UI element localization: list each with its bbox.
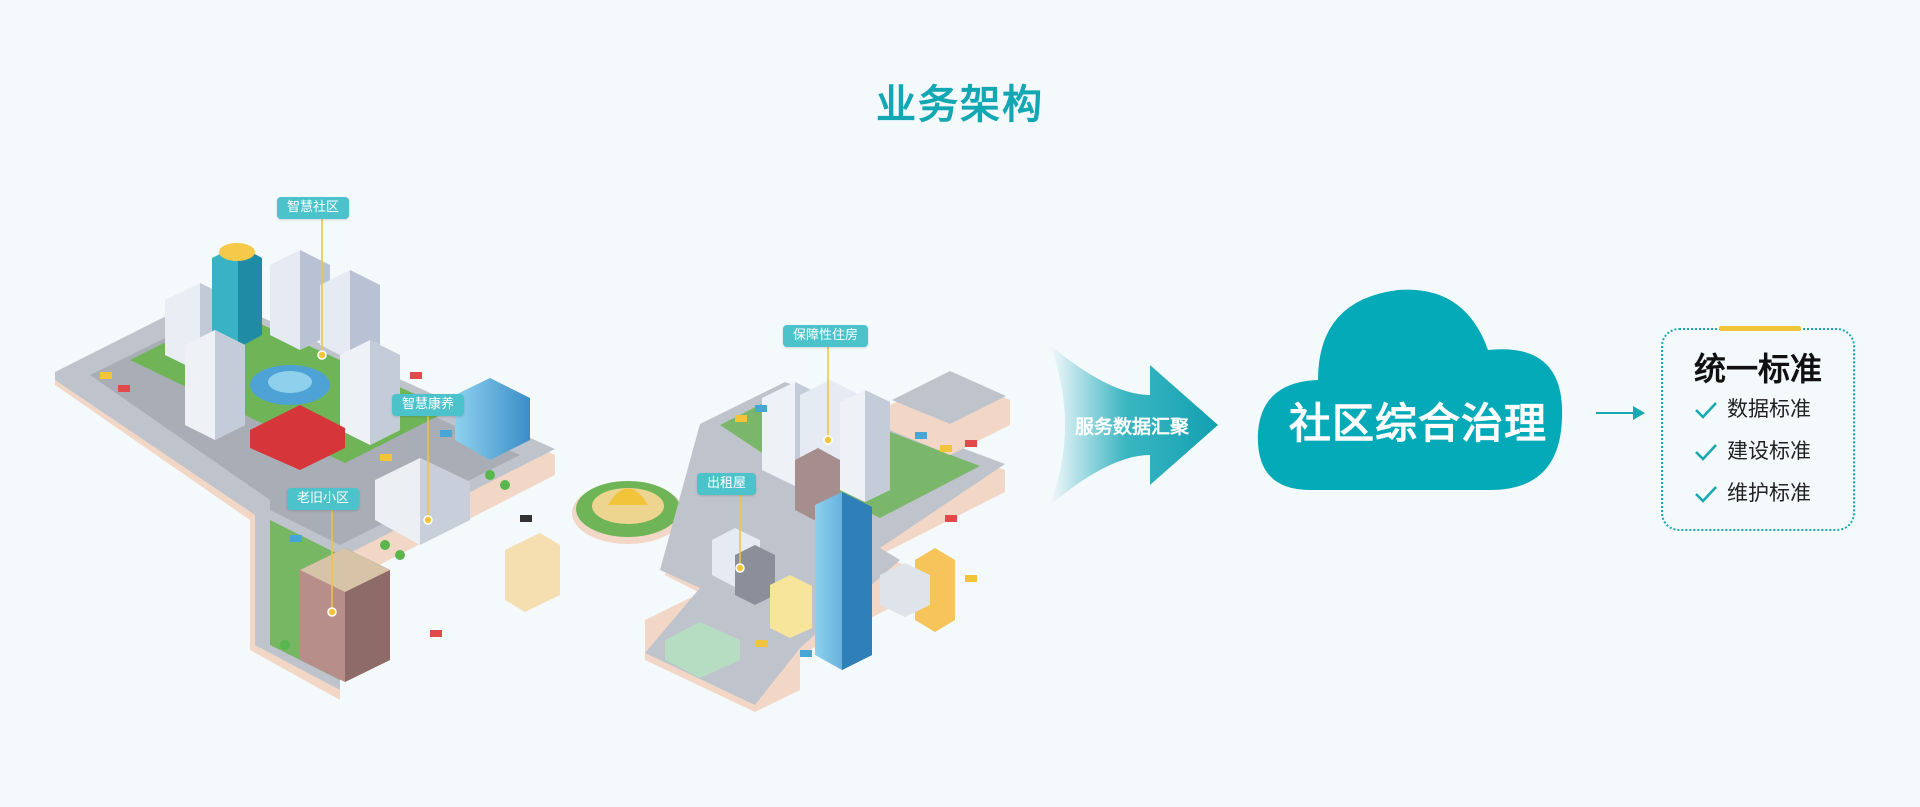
tag-affordable-housing: 保障性住房	[783, 325, 869, 347]
cloud-label: 社区综合治理	[1288, 399, 1547, 448]
center-plaza	[572, 481, 684, 544]
standard-item-label: 维护标准	[1727, 481, 1811, 505]
tag-smart-community: 智慧社区	[277, 197, 350, 219]
page-title: 业务架构	[876, 82, 1044, 128]
standard-item-label: 数据标准	[1727, 397, 1811, 421]
tag-pointers	[321, 218, 829, 612]
tag-anchor-dots	[317, 350, 833, 617]
right-district	[645, 371, 1010, 712]
cloud-shape	[1257, 289, 1563, 490]
standard-item: 建设标准	[1693, 434, 1811, 468]
tag-old-community: 老旧小区	[287, 488, 360, 510]
standard-item: 数据标准	[1693, 392, 1811, 426]
flow-arrow	[1050, 345, 1218, 505]
flow-label: 服务数据汇聚	[1074, 416, 1189, 438]
tag-smart-health: 智慧康养	[392, 394, 465, 416]
standards-accent-bar	[1719, 326, 1801, 331]
arrow-to-standards	[1596, 406, 1645, 420]
standards-box: 统一标准 数据标准 建设标准 维护标准	[1661, 326, 1855, 531]
check-icon	[1695, 444, 1717, 461]
check-icon	[1695, 486, 1717, 503]
standard-item: 维护标准	[1693, 476, 1811, 510]
left-district	[55, 243, 560, 700]
tag-rental-housing: 出租屋	[697, 473, 757, 495]
standards-title: 统一标准	[1693, 350, 1822, 388]
check-icon	[1695, 402, 1717, 419]
standard-item-label: 建设标准	[1727, 439, 1811, 463]
